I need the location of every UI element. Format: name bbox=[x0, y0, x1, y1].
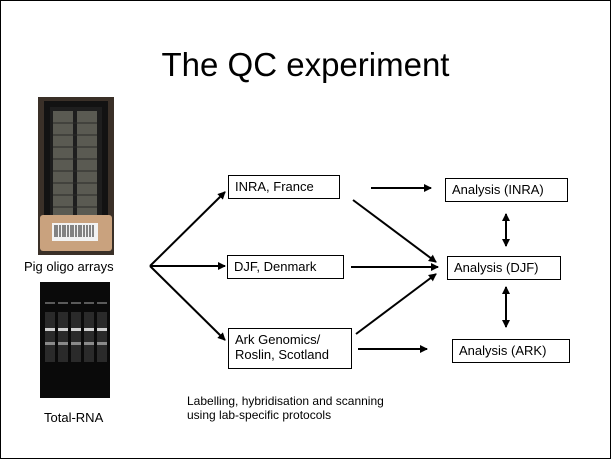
analysis-djf-text: Analysis (DJF) bbox=[454, 260, 539, 275]
caption-line-1: Labelling, hybridisation and scanning bbox=[187, 394, 384, 408]
total-rna-label: Total-RNA bbox=[44, 410, 104, 425]
analysis-inra-text: Analysis (INRA) bbox=[452, 182, 544, 197]
total-rna-gel-photo bbox=[40, 282, 110, 398]
analysis-box-djf: Analysis (DJF) bbox=[447, 256, 561, 280]
lab-inra-text: INRA, France bbox=[235, 179, 314, 194]
lab-ark-text-line-2: Roslin, Scotland bbox=[235, 347, 329, 362]
analysis-box-inra: Analysis (INRA) bbox=[445, 178, 568, 202]
caption-line-2: using lab-specific protocols bbox=[187, 408, 332, 422]
lab-box-inra: INRA, France bbox=[228, 175, 340, 199]
arrow-to-inra bbox=[149, 191, 226, 267]
arrow-ark-to-analysis-djf bbox=[355, 273, 437, 335]
analysis-ark-text: Analysis (ARK) bbox=[459, 343, 547, 358]
lab-box-djf: DJF, Denmark bbox=[227, 255, 344, 279]
lab-ark-text-line-1: Ark Genomics/ bbox=[235, 332, 321, 347]
arrow-inra-to-analysis-djf bbox=[352, 199, 437, 263]
analysis-box-ark: Analysis (ARK) bbox=[452, 339, 570, 363]
lab-djf-text: DJF, Denmark bbox=[234, 259, 317, 274]
pig-oligo-arrays-label: Pig oligo arrays bbox=[24, 259, 114, 274]
slide-title: The QC experiment bbox=[161, 46, 450, 83]
protocol-caption: Labelling, hybridisation and scanning us… bbox=[187, 394, 384, 422]
arrow-to-ark bbox=[149, 265, 226, 341]
pig-oligo-array-photo bbox=[38, 97, 114, 255]
lab-box-ark: Ark Genomics/ Roslin, Scotland bbox=[228, 328, 352, 369]
